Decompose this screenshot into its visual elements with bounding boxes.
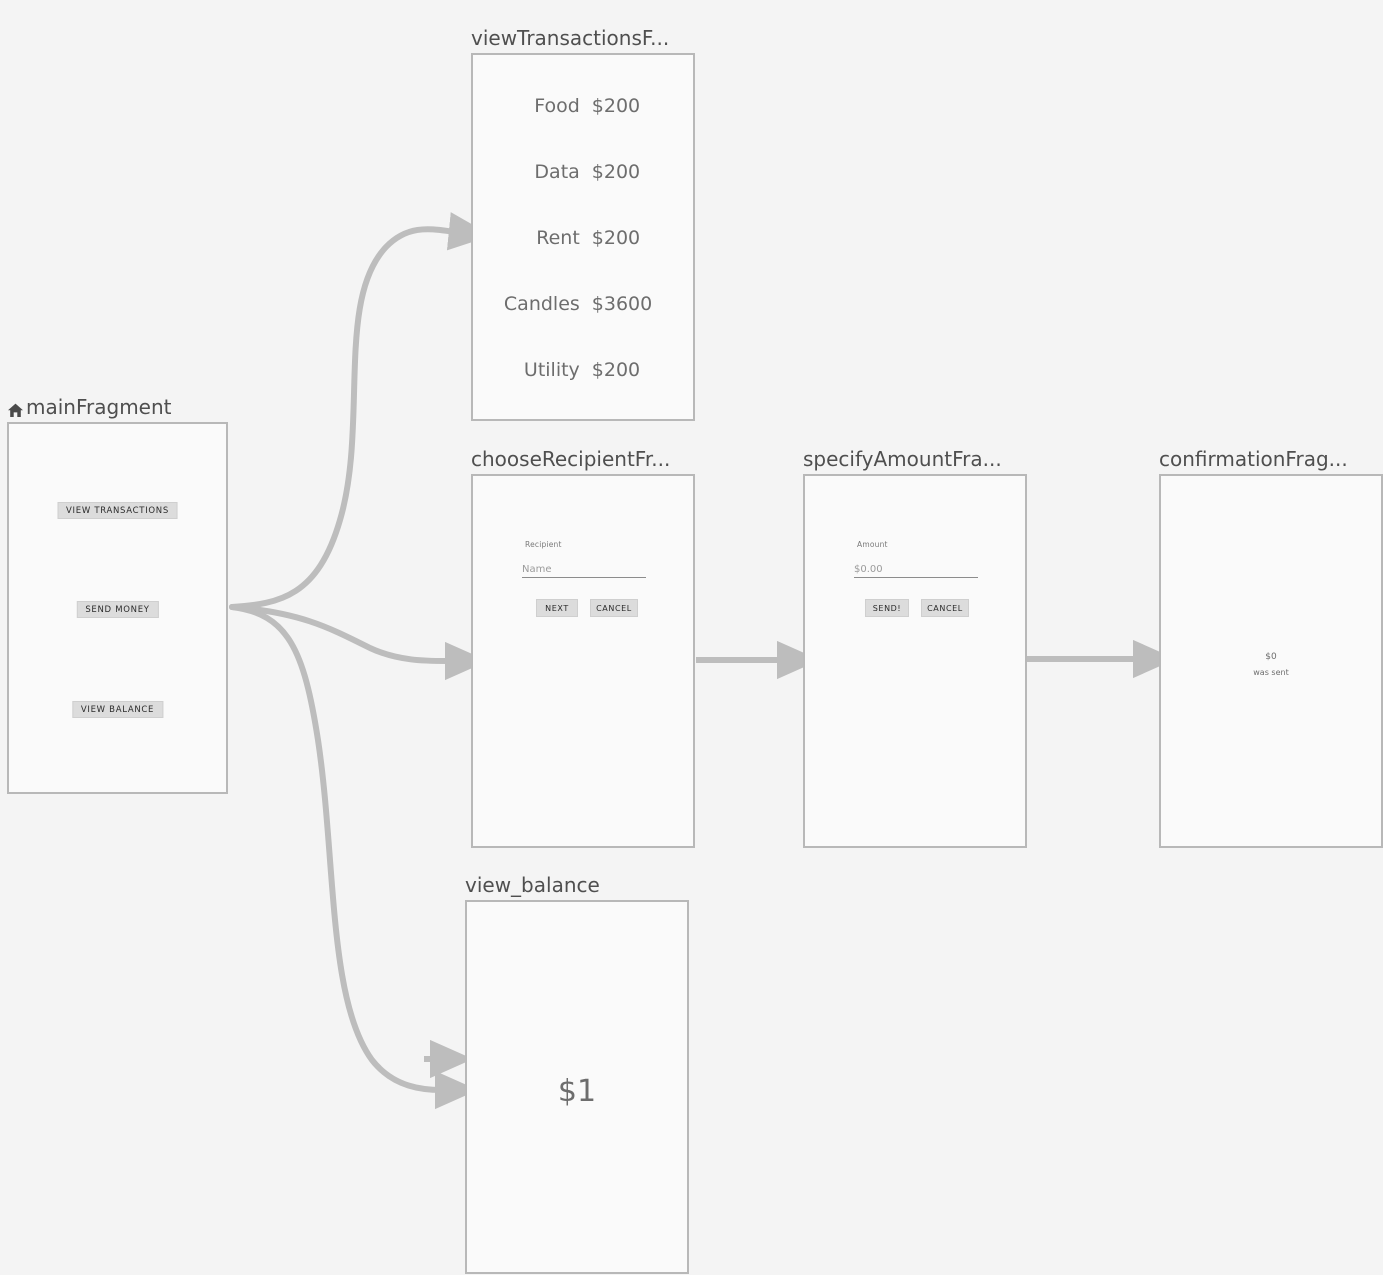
preview-label-amount: Amount	[857, 540, 888, 549]
node-frame-confirmation: $0 was sent	[1159, 474, 1383, 848]
edge-main-to-transactions[interactable]	[229, 212, 492, 610]
node-confirmation-fragment[interactable]: confirmationFrag... $0 was sent	[1159, 447, 1383, 848]
node-label-choose-recipient: chooseRecipientFr...	[471, 447, 670, 471]
node-frame-recipient: Recipient Name NEXT CANCEL	[471, 474, 695, 848]
node-label-view-balance: view_balance	[465, 873, 600, 897]
node-title-confirmation: confirmationFrag...	[1159, 447, 1348, 471]
node-title-balance: view_balance	[465, 873, 600, 897]
transaction-row: Data $200	[473, 161, 693, 183]
transaction-amount: $200	[591, 95, 641, 117]
node-title-main: mainFragment	[26, 395, 172, 419]
node-view-transactions-fragment[interactable]: viewTransactionsF... Food $200 Data $200…	[471, 26, 695, 421]
preview-label-recipient: Recipient	[525, 540, 562, 549]
preview-input-amount[interactable]: $0.00	[854, 564, 978, 578]
node-specify-amount-fragment[interactable]: specifyAmountFra... Amount $0.00 SEND! C…	[803, 447, 1027, 848]
transaction-row: Food $200	[473, 95, 693, 117]
node-title-transactions: viewTransactionsF...	[471, 26, 670, 50]
node-label-view-transactions: viewTransactionsF...	[471, 26, 669, 50]
transaction-amount: $200	[591, 359, 641, 381]
preview-button-view-balance[interactable]: VIEW BALANCE	[71, 701, 164, 718]
node-frame-amount: Amount $0.00 SEND! CANCEL	[803, 474, 1027, 848]
preview-button-next[interactable]: NEXT	[536, 599, 578, 617]
node-frame-main: VIEW TRANSACTIONS SEND MONEY VIEW BALANC…	[7, 422, 228, 794]
node-choose-recipient-fragment[interactable]: chooseRecipientFr... Recipient Name NEXT…	[471, 447, 695, 848]
preview-button-cancel[interactable]: CANCEL	[921, 599, 969, 617]
preview-confirmation-amount: $0	[1265, 652, 1277, 662]
edge-main-to-balance[interactable]	[229, 604, 478, 1110]
transaction-row: Candles $3600	[473, 293, 693, 315]
node-label-main-fragment: mainFragment	[7, 395, 172, 419]
node-title-amount: specifyAmountFra...	[803, 447, 1002, 471]
preview-button-cancel[interactable]: CANCEL	[590, 599, 638, 617]
transaction-amount: $3600	[591, 293, 653, 315]
preview-button-send-money[interactable]: SEND MONEY	[76, 601, 159, 618]
node-frame-transactions: Food $200 Data $200 Rent $200 Candles $3…	[471, 53, 695, 421]
node-view-balance-fragment[interactable]: view_balance $1	[465, 873, 689, 1274]
transaction-row: Rent $200	[473, 227, 693, 249]
transaction-row: Utility $200	[473, 359, 693, 381]
node-frame-balance: $1	[465, 900, 689, 1274]
preview-button-view-transactions[interactable]: VIEW TRANSACTIONS	[57, 502, 178, 519]
node-label-confirmation: confirmationFrag...	[1159, 447, 1348, 471]
transaction-name: Rent	[536, 227, 580, 249]
transaction-amount: $200	[591, 227, 641, 249]
node-main-fragment[interactable]: mainFragment VIEW TRANSACTIONS SEND MONE…	[7, 395, 228, 794]
preview-input-recipient-name[interactable]: Name	[522, 564, 646, 578]
transaction-name: Candles	[503, 293, 580, 315]
transaction-name: Food	[534, 95, 580, 117]
preview-button-send[interactable]: SEND!	[865, 599, 909, 617]
transaction-amount: $200	[591, 161, 641, 183]
edge-main-to-recipient[interactable]	[229, 604, 488, 681]
node-title-recipient: chooseRecipientFr...	[471, 447, 671, 471]
transaction-name: Utility	[523, 359, 580, 381]
home-icon	[7, 400, 24, 417]
preview-balance-amount: $1	[557, 1074, 597, 1109]
node-label-specify-amount: specifyAmountFra...	[803, 447, 1002, 471]
preview-confirmation-subtext: was sent	[1253, 668, 1289, 677]
transaction-name: Data	[534, 161, 580, 183]
